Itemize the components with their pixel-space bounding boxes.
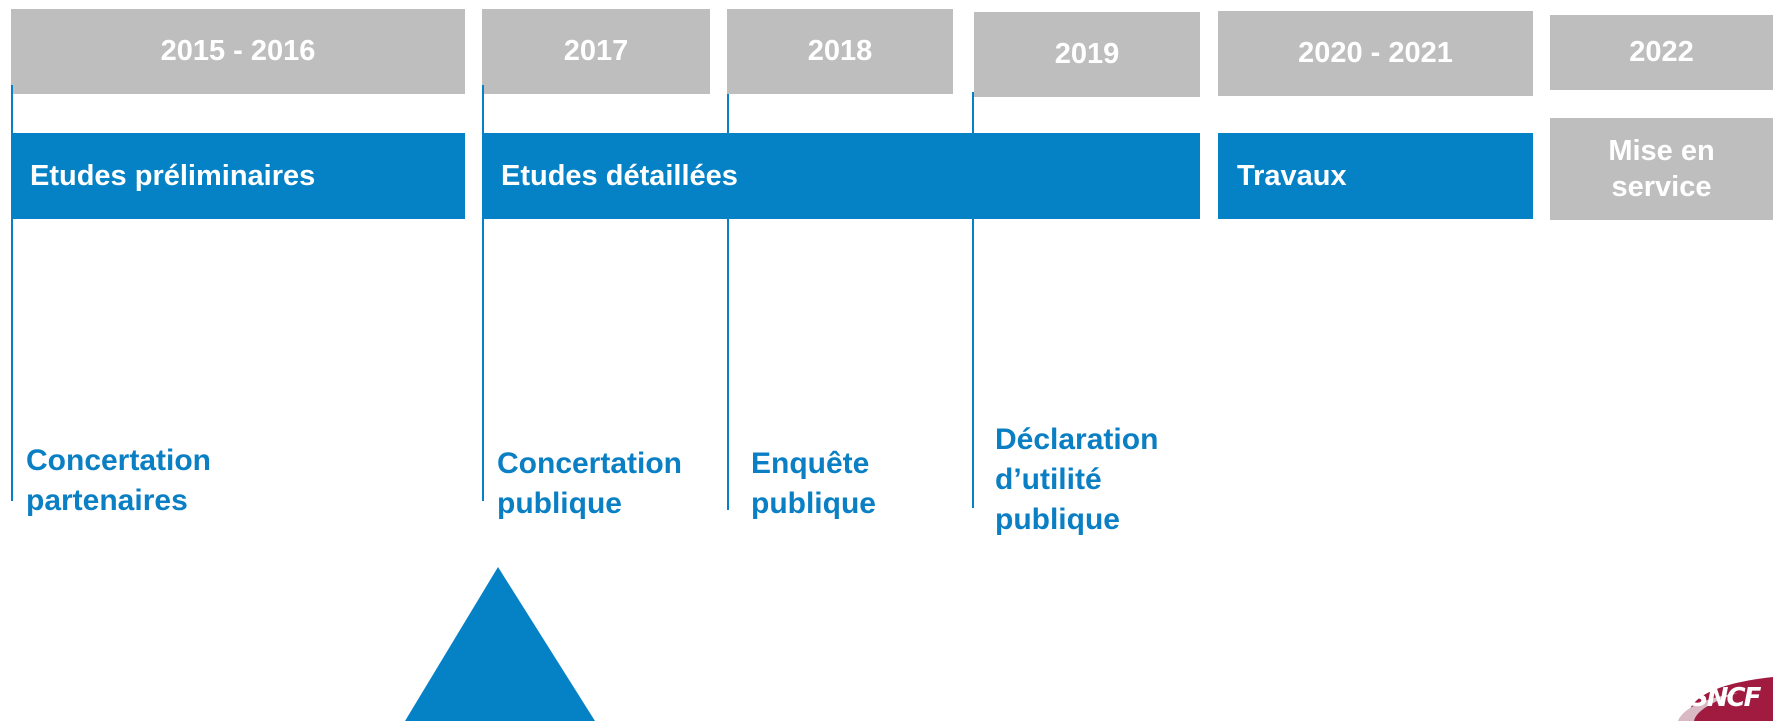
year-2018: 2018 xyxy=(727,9,953,94)
phase-label: Travaux xyxy=(1237,159,1347,192)
milestone-line-public-inquiry xyxy=(727,94,729,510)
phase-label: Mise en service xyxy=(1608,134,1715,203)
milestone-line-public-consultation xyxy=(482,85,484,501)
year-2019: 2019 xyxy=(974,12,1200,97)
phase-preliminary-studies: Etudes préliminaires xyxy=(11,133,465,219)
year-label: 2015 - 2016 xyxy=(160,35,316,67)
year-label: 2022 xyxy=(1629,36,1694,68)
phase-detailed-studies: Etudes détaillées xyxy=(482,133,1200,219)
milestone-line-dup xyxy=(972,92,974,508)
phase-label: Etudes détaillées xyxy=(501,159,738,192)
year-2022: 2022 xyxy=(1550,15,1773,90)
sncf-logo: SNCF xyxy=(1678,675,1773,721)
year-2020-2021: 2020 - 2021 xyxy=(1218,11,1533,96)
milestone-public-utility-declaration: Déclaration d’utilité publique xyxy=(995,423,1159,536)
year-label: 2017 xyxy=(563,35,629,67)
logo-text: SNCF xyxy=(1690,683,1761,713)
year-2017: 2017 xyxy=(482,9,710,94)
milestone-public-inquiry: Enquête publique xyxy=(751,447,876,520)
phase-commissioning: Mise en service xyxy=(1550,118,1773,220)
phase-works: Travaux xyxy=(1218,133,1533,219)
milestone-public-consultation: Concertation publique xyxy=(497,447,683,520)
year-label: 2018 xyxy=(807,35,873,67)
milestone-partners-consultation: Concertation partenaires xyxy=(26,444,212,517)
year-label: 2019 xyxy=(1054,38,1120,70)
year-label: 2020 - 2021 xyxy=(1298,37,1453,69)
year-2015-2016: 2015 - 2016 xyxy=(11,9,465,94)
milestone-line-partners xyxy=(11,85,13,501)
sncf-logo-shape xyxy=(1678,677,1773,721)
phase-label: Etudes préliminaires xyxy=(30,159,316,192)
